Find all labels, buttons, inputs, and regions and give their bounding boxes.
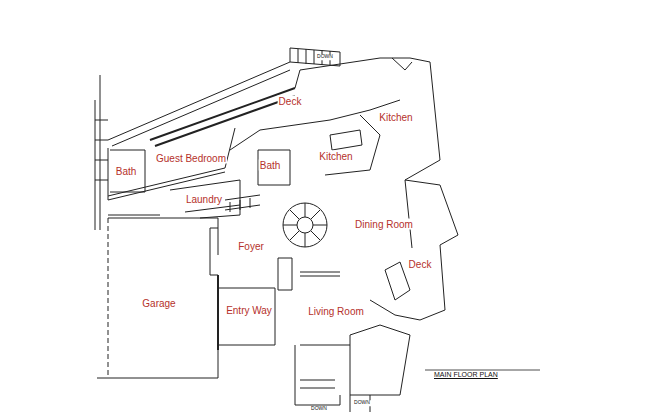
room-label: Living Room [307, 306, 365, 317]
room-label: Entry Way [225, 305, 273, 316]
room-label: Guest Bedroom [155, 153, 227, 164]
room-label: Kitchen [318, 151, 353, 162]
room-label: Bath [115, 166, 138, 177]
room-label: Deck [278, 96, 303, 107]
room-label: Garage [141, 298, 176, 309]
room-label: Foyer [237, 241, 265, 252]
room-label: Dining Room [354, 219, 414, 230]
room-label: Bath [259, 160, 282, 171]
room-label: Laundry [185, 194, 223, 205]
room-label: DOWN [316, 54, 334, 60]
room-label: DOWN [353, 400, 371, 406]
plan-title: MAIN FLOOR PLAN [434, 371, 498, 378]
room-label: DOWN [310, 406, 328, 412]
room-label: Deck [408, 259, 433, 270]
room-label: Kitchen [378, 112, 413, 123]
